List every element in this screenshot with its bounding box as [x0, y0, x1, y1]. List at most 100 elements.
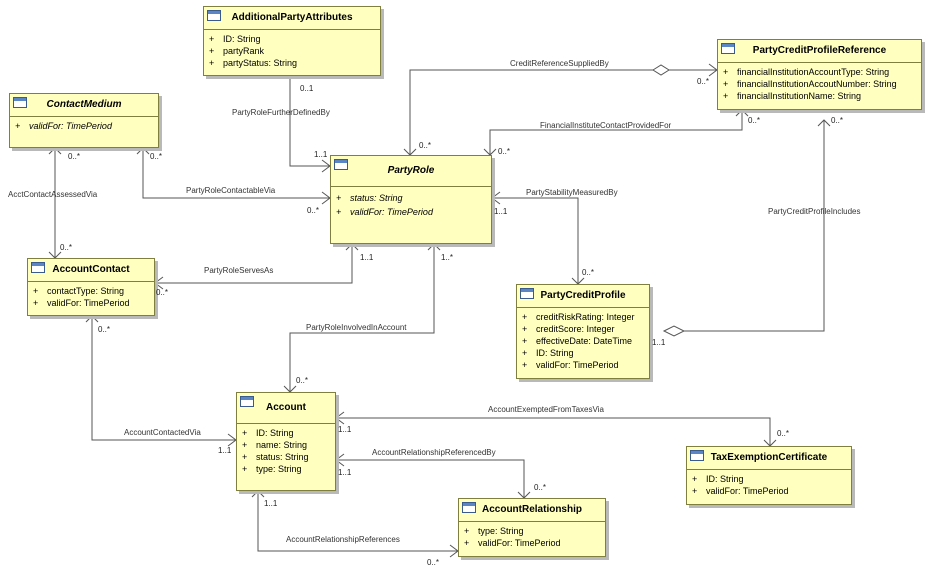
aggregation-diamond — [652, 64, 670, 76]
attribute-list: +ID: String +validFor: TimePeriod — [687, 470, 851, 497]
attribute: +type: String — [464, 526, 524, 536]
attribute: +partyStatus: String — [209, 58, 298, 68]
attribute-list: +contactType: String +validFor: TimePeri… — [28, 282, 154, 309]
class-name: AccountRelationship — [481, 504, 582, 515]
attribute: +creditScore: Integer — [522, 324, 615, 334]
attribute-list: +financialInstitutionAccountType: String… — [718, 63, 921, 102]
attribute: +validFor: TimePeriod — [15, 121, 112, 131]
class-additional-party-attributes[interactable]: AdditionalPartyAttributes +ID: String +p… — [203, 6, 381, 76]
arrowhead — [345, 243, 359, 251]
class-header: PartyCreditProfileReference — [718, 40, 921, 63]
class-icon — [462, 502, 476, 513]
multiplicity: 1..1 — [494, 207, 508, 216]
attribute: +effectiveDate: DateTime — [522, 336, 633, 346]
class-header: AdditionalPartyAttributes — [204, 7, 380, 30]
class-name: AccountContact — [52, 264, 130, 275]
multiplicity: 0..* — [777, 429, 790, 438]
assoc-label: FinancialInstituteContactProvidedFor — [540, 121, 672, 130]
multiplicity: 0..* — [427, 558, 440, 567]
multiplicity: 1..1 — [652, 338, 666, 347]
multiplicity: 0..* — [307, 206, 320, 215]
class-icon — [520, 288, 534, 299]
attribute: +status: String — [242, 452, 309, 462]
multiplicity: 0..1 — [300, 84, 314, 93]
multiplicity: 0..* — [498, 147, 511, 156]
attribute: +contactType: String — [33, 286, 125, 296]
multiplicity: 1..1 — [314, 150, 328, 159]
class-icon — [13, 97, 27, 108]
class-header: TaxExemptionCertificate — [687, 447, 851, 470]
multiplicity: 1..1 — [264, 499, 278, 508]
arrowhead — [817, 119, 831, 127]
class-header: Account — [237, 393, 335, 424]
multiplicity: 1..1 — [360, 253, 374, 262]
attribute-list: +validFor: TimePeriod — [10, 117, 158, 132]
attribute: +validFor: TimePeriod — [464, 538, 561, 548]
class-name: Account — [266, 402, 306, 413]
multiplicity: 0..* — [419, 141, 432, 150]
class-party-credit-profile[interactable]: PartyCreditProfile +creditRiskRating: In… — [516, 284, 650, 379]
arrowhead — [491, 191, 501, 205]
arrowhead — [335, 453, 345, 467]
multiplicity: 0..* — [60, 243, 73, 252]
attribute-list: +status: String +validFor: TimePeriod — [331, 187, 491, 219]
assoc-line-profile-includes — [664, 120, 825, 332]
class-name: PartyRole — [387, 165, 435, 176]
attribute: +validFor: TimePeriod — [522, 360, 619, 370]
assoc-line-references — [257, 491, 458, 552]
attribute: +financialInstitutionAccoutNumber: Strin… — [723, 79, 897, 89]
assoc-label: PartyRoleServesAs — [204, 266, 274, 275]
arrowhead — [735, 109, 749, 117]
arrowhead — [136, 147, 150, 155]
class-party-credit-profile-reference[interactable]: PartyCreditProfileReference +financialIn… — [717, 39, 922, 110]
assoc-label: PartyRoleFurtherDefinedBy — [232, 108, 330, 117]
assoc-line-contactable-via — [142, 148, 330, 199]
assoc-line-further-defined — [289, 76, 330, 167]
attribute: +validFor: TimePeriod — [33, 298, 130, 308]
class-header: PartyCreditProfile — [517, 285, 649, 308]
class-account[interactable]: Account +ID: String +name: String +statu… — [236, 392, 336, 491]
assoc-line-serves-as — [155, 244, 353, 284]
arrowhead — [427, 243, 441, 251]
attribute: +type: String — [242, 464, 302, 474]
arrowhead — [48, 147, 62, 155]
attribute-list: +type: String +validFor: TimePeriod — [459, 522, 605, 549]
class-party-role[interactable]: PartyRole +status: String +validFor: Tim… — [330, 155, 492, 244]
assoc-label: AccountContactedVia — [124, 428, 201, 437]
assoc-label: CreditReferenceSuppliedBy — [510, 59, 609, 68]
multiplicity: 0..* — [98, 325, 111, 334]
multiplicity: 1..1 — [338, 468, 352, 477]
class-icon — [721, 43, 735, 54]
assoc-line-referenced-by — [336, 459, 525, 498]
attribute: +ID: String — [209, 34, 261, 44]
class-account-relationship[interactable]: AccountRelationship +type: String +valid… — [458, 498, 606, 557]
class-name: PartyCreditProfile — [540, 290, 626, 301]
class-name: AdditionalPartyAttributes — [231, 12, 353, 23]
multiplicity: 0..* — [582, 268, 595, 277]
class-header: PartyRole — [331, 156, 491, 187]
class-name: PartyCreditProfileReference — [752, 45, 887, 56]
assoc-label: AcctContactAssessedVia — [8, 190, 98, 199]
assoc-line-credit-reference — [409, 69, 717, 155]
attribute-list: +creditRiskRating: Integer +creditScore:… — [517, 308, 649, 371]
class-contact-medium[interactable]: ContactMedium +validFor: TimePeriod — [9, 93, 159, 148]
assoc-label: PartyStabilityMeasuredBy — [526, 188, 618, 197]
class-tax-exemption-certificate[interactable]: TaxExemptionCertificate +ID: String +val… — [686, 446, 852, 505]
arrowhead — [251, 490, 265, 498]
multiplicity: 0..* — [156, 288, 169, 297]
attribute: +financialInstitutionAccountType: String — [723, 67, 890, 77]
class-account-contact[interactable]: AccountContact +contactType: String +val… — [27, 258, 155, 316]
multiplicity: 0..* — [150, 152, 163, 161]
multiplicity: 0..* — [748, 116, 761, 125]
assoc-line-contacted-via — [91, 316, 236, 441]
arrowhead — [335, 411, 345, 425]
attribute: +creditRiskRating: Integer — [522, 312, 635, 322]
class-icon — [334, 159, 348, 170]
attribute: +name: String — [242, 440, 308, 450]
aggregation-diamond — [662, 325, 686, 337]
arrowhead — [85, 315, 99, 323]
multiplicity: 0..* — [534, 483, 547, 492]
class-header: ContactMedium — [10, 94, 158, 117]
